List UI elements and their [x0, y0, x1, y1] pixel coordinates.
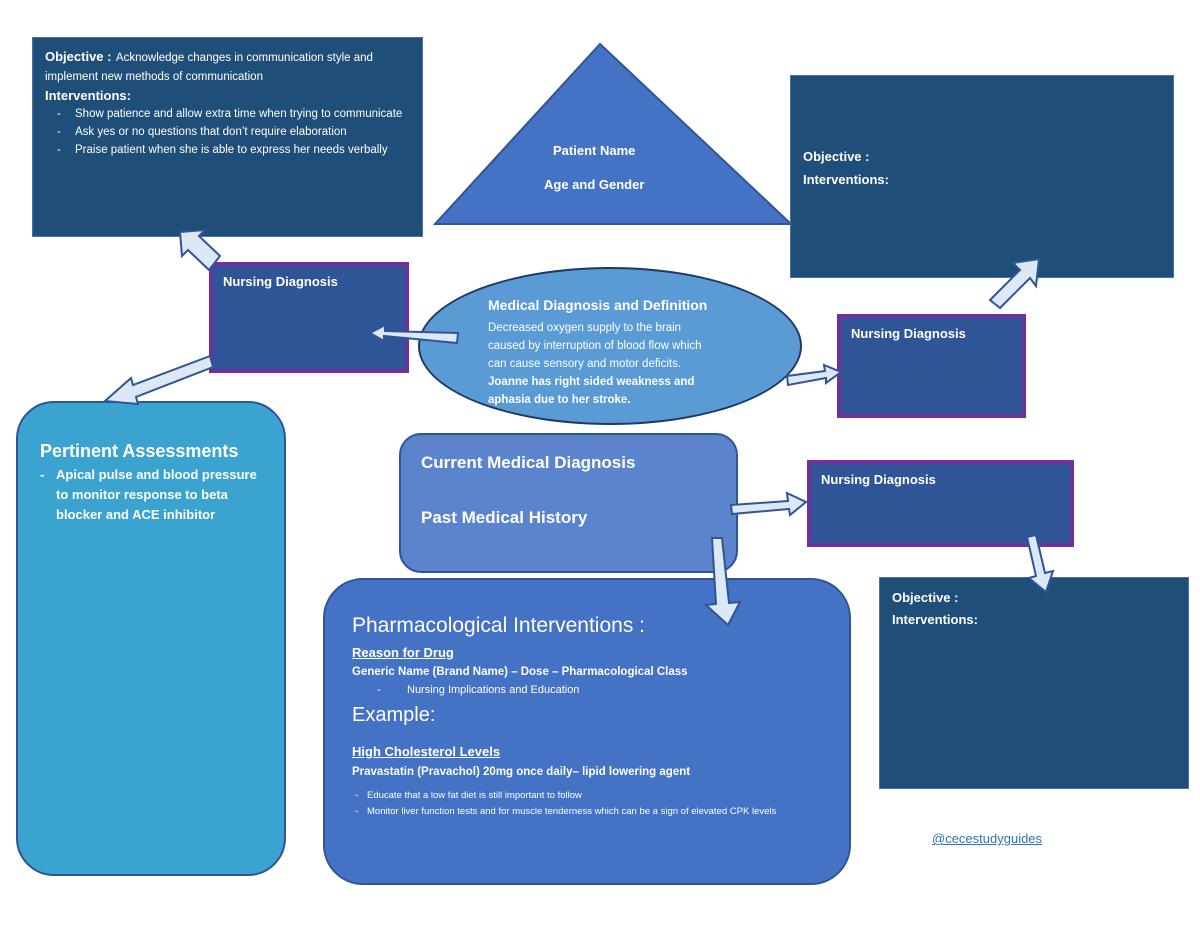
- example-implications-list: Educate that a low fat diet is still imp…: [355, 788, 835, 820]
- arrow-icon: [178, 228, 222, 272]
- pertinent-assessments-box: Pertinent Assessments Apical pulse and b…: [16, 401, 286, 876]
- intervention-item: Show patience and allow extra time when …: [51, 105, 412, 123]
- drug-format-sub: - Nursing Implications and Education: [377, 684, 579, 696]
- objective-label: Objective :: [45, 49, 112, 64]
- arrow-icon: [785, 363, 844, 387]
- nursing-diagnosis-label: Nursing Diagnosis: [851, 326, 966, 341]
- nursing-diagnosis-box-left: Nursing Diagnosis: [209, 262, 409, 373]
- assessment-item: Apical pulse and blood pressure to monit…: [40, 465, 270, 525]
- reason-for-drug-label: Reason for Drug: [352, 645, 454, 660]
- nursing-diagnosis-label: Nursing Diagnosis: [821, 472, 936, 487]
- medical-diagnosis-definition: Decreased oxygen supply to the brain cau…: [488, 319, 748, 409]
- implication-item: Monitor liver function tests and for mus…: [355, 804, 835, 820]
- medical-diagnosis-title: Medical Diagnosis and Definition: [488, 297, 708, 313]
- objective-box-top-right: Objective : Interventions:: [790, 75, 1174, 278]
- pharmacological-title: Pharmacological Interventions :: [352, 614, 645, 637]
- patient-detail-line: Joanne has right sided weakness and: [488, 376, 695, 388]
- patient-triangle: [432, 42, 794, 226]
- assessments-list: Apical pulse and blood pressure to monit…: [40, 465, 270, 525]
- definition-line: caused by interruption of blood flow whi…: [488, 340, 702, 352]
- interventions-list: Show patience and allow extra time when …: [45, 105, 412, 159]
- nursing-diagnosis-box-lower: Nursing Diagnosis: [807, 460, 1074, 547]
- age-and-gender: Age and Gender: [544, 177, 645, 192]
- objective-text: Acknowledge changes in communication sty…: [45, 52, 373, 83]
- nursing-diagnosis-label: Nursing Diagnosis: [223, 274, 338, 289]
- definition-line: can cause sensory and motor deficits.: [488, 358, 682, 370]
- arrow-icon: [102, 354, 215, 406]
- interventions-label: Interventions:: [892, 612, 978, 627]
- medical-diagnosis-ellipse: Medical Diagnosis and Definition Decreas…: [418, 267, 802, 425]
- current-medical-box: Current Medical Diagnosis Past Medical H…: [399, 433, 738, 573]
- current-medical-diagnosis-label: Current Medical Diagnosis: [421, 453, 636, 472]
- pharmacological-interventions-box: Pharmacological Interventions : Reason f…: [323, 578, 851, 885]
- patient-detail-line: aphasia due to her stroke.: [488, 394, 631, 406]
- pertinent-assessments-title: Pertinent Assessments: [40, 441, 239, 461]
- example-reason: High Cholesterol Levels: [352, 744, 501, 759]
- example-drug-line: Pravastatin (Pravachol) 20mg once daily–…: [352, 766, 691, 778]
- objective-label: Objective :: [803, 149, 870, 164]
- patient-name: Patient Name: [553, 143, 636, 158]
- nursing-diagnosis-box-right: Nursing Diagnosis: [837, 314, 1026, 418]
- interventions-label: Interventions:: [803, 172, 889, 187]
- intervention-item: Praise patient when she is able to expre…: [51, 141, 412, 159]
- dash: -: [377, 684, 381, 696]
- arrow-icon: [1025, 533, 1055, 594]
- cecestudyguides-link[interactable]: @cecestudyguides: [932, 831, 1043, 846]
- drug-format-line: Generic Name (Brand Name) – Dose – Pharm…: [352, 666, 688, 678]
- interventions-label: Interventions:: [45, 88, 131, 103]
- objective-label: Objective :: [892, 590, 959, 605]
- nursing-implications-label: Nursing Implications and Education: [407, 684, 580, 696]
- arrow-icon: [703, 537, 742, 627]
- arrow-icon: [367, 323, 460, 345]
- objective-box-top-left: Objective : Acknowledge changes in commu…: [32, 37, 423, 237]
- implication-item: Educate that a low fat diet is still imp…: [355, 788, 835, 804]
- example-label: Example:: [352, 704, 436, 726]
- past-medical-history-label: Past Medical History: [421, 508, 588, 527]
- objective-box-bottom-right: Objective : Interventions:: [879, 577, 1189, 789]
- arrow-icon: [988, 257, 1041, 310]
- intervention-item: Ask yes or no questions that don’t requi…: [51, 123, 412, 141]
- definition-line: Decreased oxygen supply to the brain: [488, 322, 682, 334]
- arrow-icon: [729, 491, 808, 517]
